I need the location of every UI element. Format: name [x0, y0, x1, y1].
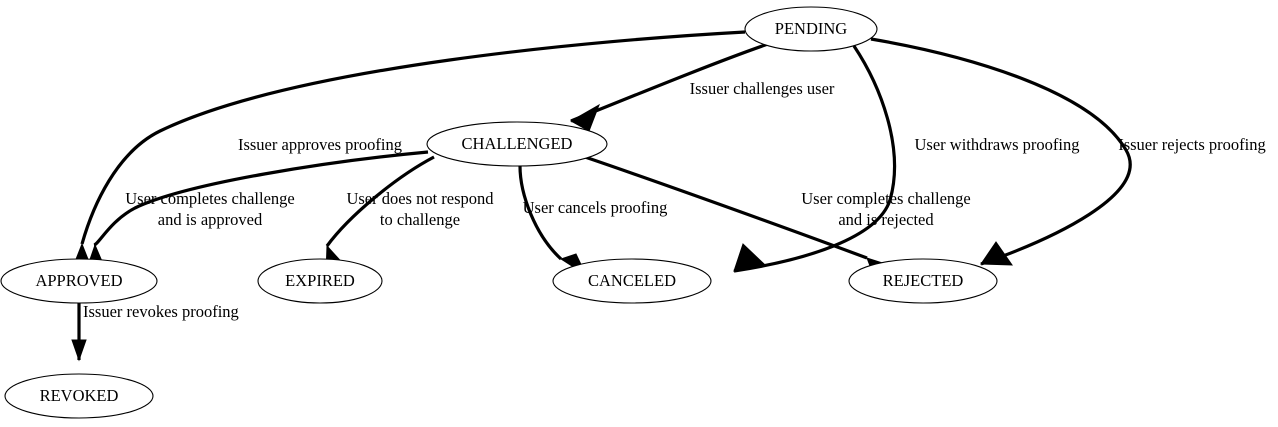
node-shape-approved[interactable]	[0, 258, 158, 304]
arrowhead-icon	[71, 339, 87, 362]
edge-pending-canceled	[733, 45, 897, 273]
node-pending[interactable]: PENDING	[744, 6, 878, 52]
node-shape-rejected[interactable]	[848, 258, 998, 304]
arrowhead-icon	[569, 103, 600, 132]
node-label-expired: EXPIRED	[285, 271, 355, 290]
node-label-approved: APPROVED	[35, 271, 122, 290]
edge-label-pending-rejected: Issuer rejects proofing	[1118, 135, 1266, 154]
edge-line-pending-canceled	[733, 45, 897, 273]
edge-line-challenged-rejected	[584, 155, 868, 260]
edge-label-approved-revoked: Issuer revokes proofing	[83, 302, 239, 321]
node-shape-revoked[interactable]	[4, 373, 154, 419]
node-approved[interactable]: APPROVED	[0, 258, 158, 304]
node-shape-pending[interactable]	[744, 6, 878, 52]
edge-line-challenged-approved	[93, 150, 429, 247]
edge-line-challenged-expired	[325, 155, 435, 247]
edge-approved-revoked	[71, 303, 87, 362]
node-label-rejected: REJECTED	[883, 271, 964, 290]
node-shape-canceled[interactable]	[552, 258, 712, 304]
node-label-challenged: CHALLENGED	[462, 134, 573, 153]
edge-pending-challenged	[569, 42, 769, 132]
nodes-layer: PENDING CHALLENGED APPROVED EXPIRED CANCELED…	[0, 6, 998, 419]
edge-challenged-canceled	[518, 165, 588, 277]
edge-pending-approved	[70, 30, 746, 273]
node-label-canceled: CANCELED	[588, 271, 676, 290]
edge-pending-rejected	[870, 37, 1132, 266]
node-shape-expired[interactable]	[257, 258, 383, 304]
edge-line-pending-rejected	[870, 37, 1132, 266]
node-revoked[interactable]: REVOKED	[4, 373, 154, 419]
node-rejected[interactable]: REJECTED	[848, 258, 998, 304]
edge-line-pending-approved	[80, 30, 746, 245]
node-shape-challenged[interactable]	[426, 121, 608, 167]
node-label-pending: PENDING	[775, 19, 847, 38]
edge-label-pending-challenged: Issuer challenges user	[690, 79, 835, 98]
node-label-revoked: REVOKED	[40, 386, 119, 405]
arrowhead-icon	[980, 241, 1013, 266]
arrowhead-icon	[733, 243, 766, 272]
edge-line-challenged-canceled	[518, 165, 563, 261]
edge-label-challenged-canceled: User cancels proofing	[523, 198, 668, 217]
edge-label-pending-approved: Issuer approves proofing	[238, 135, 402, 154]
node-canceled[interactable]: CANCELED	[552, 258, 712, 304]
edge-label-pending-canceled: User withdraws proofing	[915, 135, 1080, 154]
node-challenged[interactable]: CHALLENGED	[426, 121, 608, 167]
node-expired[interactable]: EXPIRED	[257, 258, 383, 304]
